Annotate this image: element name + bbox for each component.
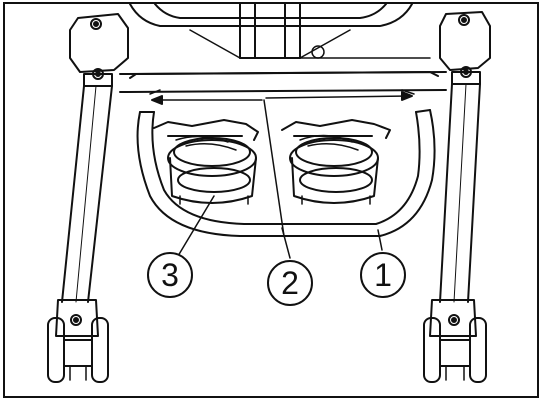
leader-line-3	[177, 195, 215, 257]
cross-bar-arrow-right	[265, 91, 413, 101]
left-wheel	[47, 299, 109, 383]
seat-top	[129, 3, 431, 59]
right-leg	[439, 83, 481, 303]
right-wheel	[423, 299, 487, 383]
right-hinge-upper	[439, 11, 491, 85]
center-divider	[263, 99, 285, 237]
leader-line-2	[281, 227, 291, 259]
left-leg	[61, 85, 113, 303]
leader-line-1	[377, 229, 383, 251]
callout-1: 1	[360, 252, 406, 298]
cup-holder-left	[153, 119, 259, 205]
cross-bar-arrow-left	[151, 95, 263, 105]
callout-label: 1	[374, 257, 392, 293]
callout-label: 2	[281, 265, 299, 301]
handle-bar	[136, 109, 436, 237]
callout-2: 2	[267, 260, 313, 306]
left-hinge-upper	[69, 13, 129, 87]
callout-label: 3	[161, 257, 179, 293]
cross-bar	[119, 71, 447, 95]
callout-3: 3	[147, 252, 193, 298]
figure-border	[3, 2, 539, 398]
cup-holder-right	[281, 119, 391, 205]
